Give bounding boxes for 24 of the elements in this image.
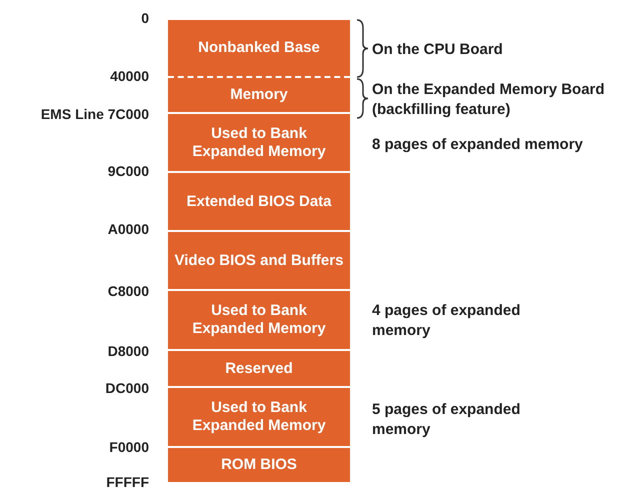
address-label: A0000 (108, 221, 149, 237)
memory-block: Used to Bank Expanded Memory (168, 291, 350, 349)
page-count-note: 8 pages of expanded memory (372, 135, 584, 155)
address-label: DC000 (105, 380, 149, 396)
memory-block: Memory (168, 76, 350, 112)
address-label: C8000 (108, 283, 149, 299)
page-count-note: 5 pages of expanded memory (372, 400, 522, 440)
memory-block: Used to Bank Expanded Memory (168, 114, 350, 171)
address-label: EMS Line 7C000 (40, 106, 149, 122)
address-label: FFFFF (106, 474, 149, 489)
memory-block: ROM BIOS (168, 448, 350, 482)
page-count-note: 4 pages of expanded memory (372, 301, 522, 341)
memory-block: Nonbanked Base (168, 20, 350, 76)
memory-block: Reserved (168, 351, 350, 386)
board-note: On the Expanded Memory Board (backfilling feature) (372, 80, 606, 120)
address-label: 40000 (110, 68, 149, 84)
address-label: 9C000 (108, 163, 149, 179)
memory-block: Used to Bank Expanded Memory (168, 388, 350, 446)
memory-block: Video BIOS and Buffers (168, 232, 350, 289)
address-label: 0 (141, 10, 149, 26)
board-note: On the CPU Board (372, 40, 504, 60)
memory-block: Extended BIOS Data (168, 173, 350, 230)
address-label: D8000 (108, 343, 149, 359)
address-label: F0000 (109, 439, 149, 455)
